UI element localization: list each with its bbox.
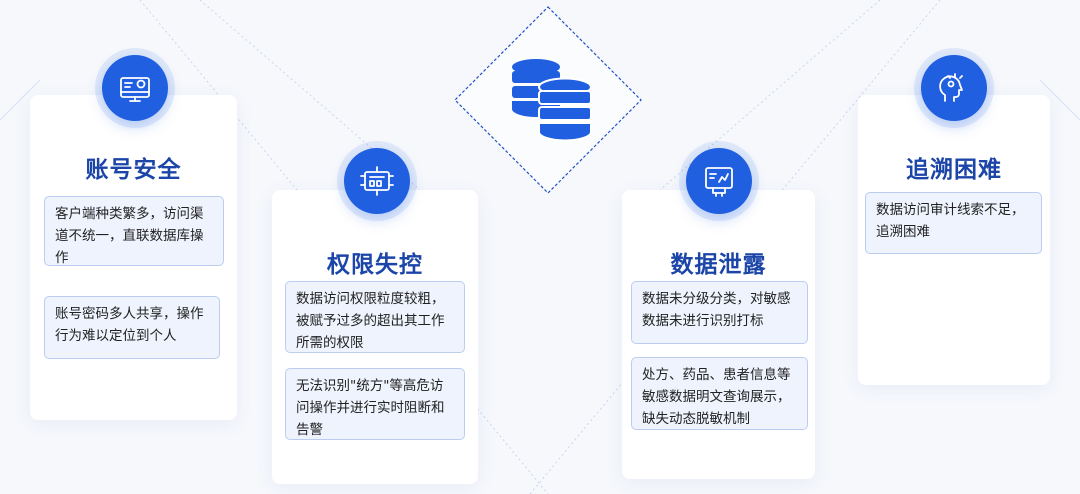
monitor-chart-icon bbox=[102, 55, 168, 121]
card-permission-control: 权限失控 数据访问权限粒度较粗，被赋予过多的超出其工作所需的权限 无法识别"统方… bbox=[272, 190, 478, 484]
card-account-security: 账号安全 客户端种类繁多，访问渠道不统一，直联数据库操作 账号密码多人共享，操作… bbox=[30, 95, 237, 420]
card-title: 权限失控 bbox=[327, 252, 423, 278]
card-title: 账号安全 bbox=[85, 157, 182, 183]
card-title: 数据泄露 bbox=[670, 252, 767, 278]
database-icon bbox=[454, 6, 642, 194]
list-item: 数据访问权限粒度较粗，被赋予过多的超出其工作所需的权限 bbox=[285, 281, 465, 353]
list-item: 无法识别"统方"等高危访问操作并进行实时阻断和告警 bbox=[285, 368, 465, 440]
card-data-leakage: 数据泄露 数据未分级分类，对敏感数据未进行识别打标 处方、药品、患者信息等敏感数… bbox=[622, 190, 815, 479]
card-traceability: 追溯困难 数据访问审计线索不足，追溯困难 bbox=[858, 95, 1050, 385]
list-item: 客户端种类繁多，访问渠道不统一，直联数据库操作 bbox=[44, 196, 224, 266]
control-board-icon bbox=[344, 148, 410, 214]
head-ideas-icon bbox=[921, 55, 987, 121]
tablet-data-icon bbox=[686, 148, 752, 214]
list-item: 数据访问审计线索不足，追溯困难 bbox=[865, 192, 1042, 254]
list-item: 数据未分级分类，对敏感数据未进行识别打标 bbox=[631, 281, 808, 344]
list-item: 账号密码多人共享，操作行为难以定位到个人 bbox=[44, 296, 220, 359]
card-title: 追溯困难 bbox=[906, 157, 1002, 183]
list-item: 处方、药品、患者信息等敏感数据明文查询展示，缺失动态脱敏机制 bbox=[631, 357, 808, 430]
